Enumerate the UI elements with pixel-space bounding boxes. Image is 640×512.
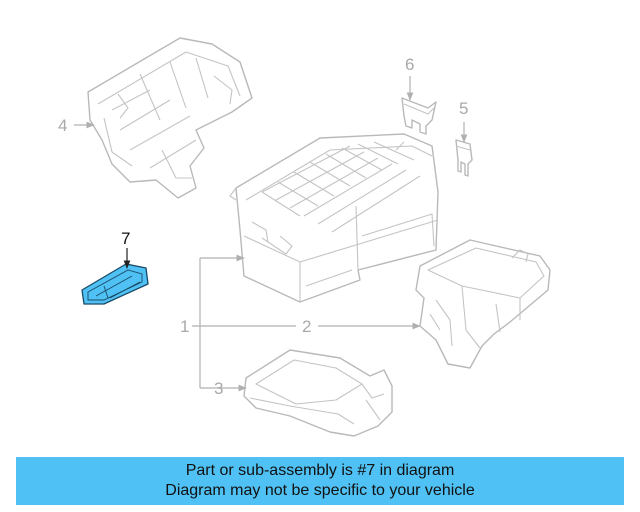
info-banner: Part or sub-assembly is #7 in diagram Di… bbox=[16, 457, 624, 505]
leader-lines bbox=[74, 76, 468, 392]
part-2-housing bbox=[415, 239, 551, 369]
callout-7-highlighted: 7 bbox=[121, 229, 130, 248]
callout-5: 5 bbox=[459, 99, 468, 118]
callout-1: 1 bbox=[180, 317, 189, 336]
banner-line-1: Part or sub-assembly is #7 in diagram bbox=[185, 462, 455, 479]
part-3-tray bbox=[243, 349, 393, 437]
callout-6: 6 bbox=[405, 55, 414, 74]
part-7-bracket-highlighted bbox=[81, 263, 149, 305]
banner-line-2: Diagram may not be specific to your vehi… bbox=[165, 482, 475, 499]
parts-diagram: 1 2 3 4 5 6 7 bbox=[58, 37, 551, 437]
part-4-bracket bbox=[87, 37, 253, 199]
callout-3: 3 bbox=[214, 379, 223, 398]
callout-2: 2 bbox=[302, 317, 311, 336]
part-6-fuse bbox=[401, 97, 437, 135]
part-1-fuse-box bbox=[229, 133, 439, 303]
part-5-fuse bbox=[455, 139, 473, 177]
callout-4: 4 bbox=[58, 116, 67, 135]
